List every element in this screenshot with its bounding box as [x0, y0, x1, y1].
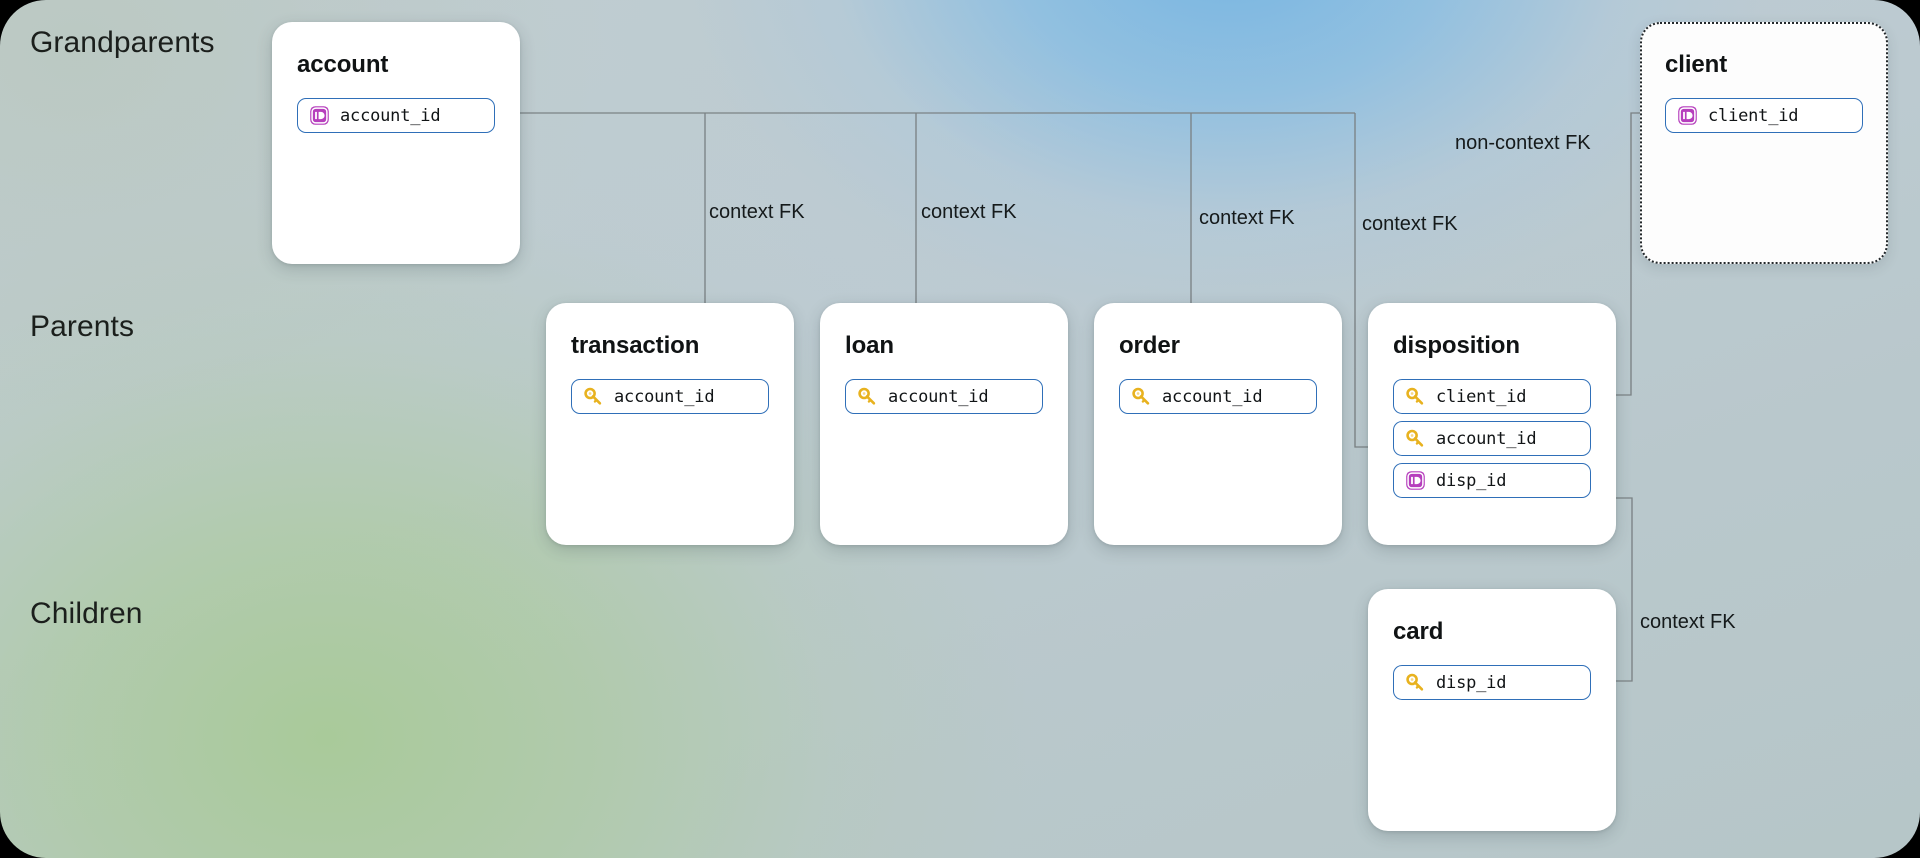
entity-fields-loan: account_id: [845, 379, 1043, 421]
entity-title-disposition: disposition: [1393, 332, 1520, 359]
entity-title-loan: loan: [845, 332, 894, 359]
edge-label-context-fk-transaction: context FK: [709, 201, 805, 223]
key-icon: [1405, 386, 1426, 407]
row-label-grandparents: Grandparents: [30, 26, 215, 59]
key-icon: [1131, 386, 1152, 407]
edge-label-context-fk-disposition: context FK: [1362, 213, 1458, 235]
key-icon: [1405, 428, 1426, 449]
field-label: account_id: [1436, 428, 1537, 449]
entity-title-client: client: [1665, 51, 1728, 78]
entity-card-disposition[interactable]: disposition client_id: [1368, 303, 1616, 545]
field-disposition-client-id[interactable]: client_id: [1393, 379, 1591, 414]
field-label: account_id: [888, 386, 989, 407]
id-badge-icon: [309, 105, 330, 126]
entity-fields-client: client_id: [1665, 98, 1863, 140]
edge-label-context-fk-card: context FK: [1640, 611, 1736, 633]
row-label-parents: Parents: [30, 310, 135, 343]
entity-card-loan[interactable]: loan account_id: [820, 303, 1068, 545]
entity-title-transaction: transaction: [571, 332, 700, 359]
field-label: account_id: [614, 386, 715, 407]
field-transaction-account-id[interactable]: account_id: [571, 379, 769, 414]
entity-card-card[interactable]: card disp_id: [1368, 589, 1616, 831]
field-disposition-disp-id[interactable]: disp_id: [1393, 463, 1591, 498]
entity-card-client[interactable]: client client_id: [1640, 22, 1888, 264]
entity-fields-account: account_id: [297, 98, 495, 140]
entity-card-account[interactable]: account account_id: [272, 22, 520, 264]
field-client-client-id[interactable]: client_id: [1665, 98, 1863, 133]
field-label: disp_id: [1436, 470, 1507, 491]
entity-title-card: card: [1393, 618, 1444, 645]
key-icon: [583, 386, 604, 407]
edge-label-context-fk-order: context FK: [1199, 207, 1295, 229]
field-label: account_id: [1162, 386, 1263, 407]
entity-fields-order: account_id: [1119, 379, 1317, 421]
entity-title-account: account: [297, 51, 389, 78]
entity-title-order: order: [1119, 332, 1180, 359]
field-label: client_id: [1436, 386, 1527, 407]
key-icon: [1405, 672, 1426, 693]
id-badge-icon: [1405, 470, 1426, 491]
field-loan-account-id[interactable]: account_id: [845, 379, 1043, 414]
field-disposition-account-id[interactable]: account_id: [1393, 421, 1591, 456]
id-badge-icon: [1677, 105, 1698, 126]
edge-label-non-context-fk-client: non-context FK: [1455, 132, 1591, 154]
field-account-account-id[interactable]: account_id: [297, 98, 495, 133]
entity-fields-disposition: client_id account_id: [1393, 379, 1591, 505]
edge-label-context-fk-loan: context FK: [921, 201, 1017, 223]
entity-fields-transaction: account_id: [571, 379, 769, 421]
field-order-account-id[interactable]: account_id: [1119, 379, 1317, 414]
field-label: client_id: [1708, 105, 1799, 126]
entity-fields-card: disp_id: [1393, 665, 1591, 707]
field-label: disp_id: [1436, 672, 1507, 693]
row-label-children: Children: [30, 597, 143, 630]
field-label: account_id: [340, 105, 441, 126]
field-card-disp-id[interactable]: disp_id: [1393, 665, 1591, 700]
entity-card-transaction[interactable]: transaction account_id: [546, 303, 794, 545]
entity-card-order[interactable]: order account_id: [1094, 303, 1342, 545]
key-icon: [857, 386, 878, 407]
